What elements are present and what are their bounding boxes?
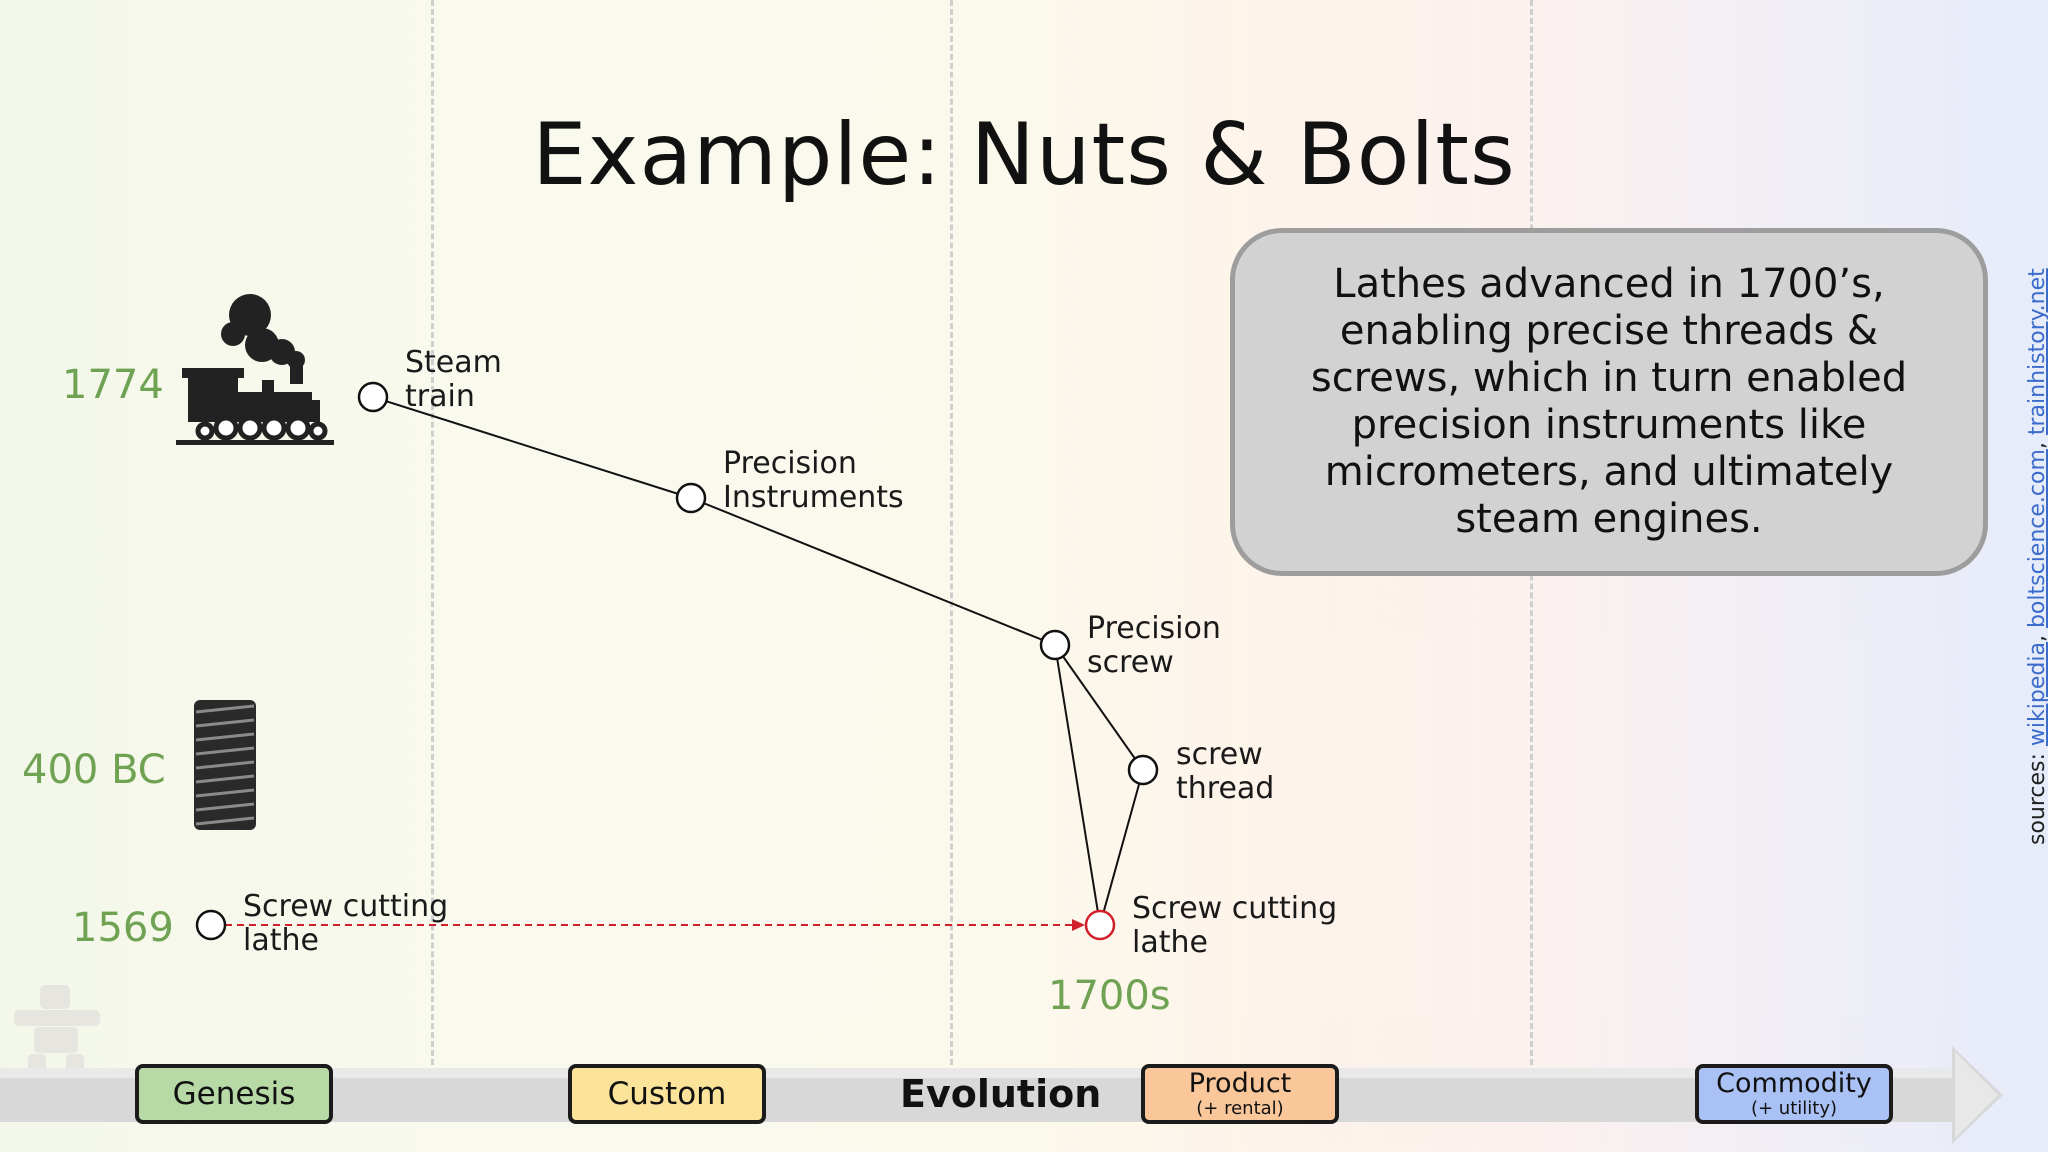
- evolution-axis-arrow: [0, 1046, 2003, 1144]
- sources-note: sources: wikipedia, boltscience.com, tra…: [2025, 268, 2048, 845]
- node-precision-instruments[interactable]: [675, 482, 707, 514]
- link-screw-lathe: [1054, 644, 1101, 926]
- node-screw-cutting-lathe[interactable]: [1084, 909, 1116, 941]
- callout-box: Lathes advanced in 1700’s, enabling prec…: [1230, 228, 1988, 576]
- label-screw-thread: screw thread: [1176, 737, 1275, 806]
- node-screw-cutting-lathe-origin[interactable]: [195, 909, 227, 941]
- link-instruments-screw: [690, 497, 1056, 646]
- label-precision-screw: Precision screw: [1087, 611, 1221, 680]
- stage-genesis: Genesis: [135, 1064, 333, 1124]
- sources-prefix: sources:: [2025, 753, 2048, 845]
- stage-custom-label: Custom: [607, 1076, 727, 1112]
- stage-divider-2: [950, 0, 953, 1065]
- link-screw-thread: [1054, 644, 1144, 771]
- stage-divider-1: [431, 0, 434, 1065]
- stage-commodity: Commodity (+ utility): [1695, 1064, 1893, 1124]
- slide-title: Example: Nuts & Bolts: [532, 105, 1516, 205]
- source-link-trainhistory[interactable]: trainhistory.net: [2025, 268, 2048, 436]
- stage-custom: Custom: [568, 1064, 766, 1124]
- stage-product-sub: (+ rental): [1196, 1098, 1284, 1119]
- movement-arrowhead: [1072, 919, 1085, 931]
- year-screw: 400 BC: [22, 747, 166, 793]
- stage-product: Product (+ rental): [1141, 1064, 1339, 1124]
- year-steam-train: 1774: [62, 362, 164, 408]
- evolution-axis-label: Evolution: [900, 1072, 1102, 1116]
- year-lathe-moved: 1700s: [1048, 973, 1171, 1019]
- stage-genesis-label: Genesis: [172, 1076, 296, 1112]
- link-steam-instruments: [372, 396, 692, 499]
- node-steam-train[interactable]: [357, 381, 389, 413]
- year-lathe: 1569: [72, 905, 174, 951]
- label-precision-instruments: Precision Instruments: [723, 446, 904, 515]
- source-link-boltscience[interactable]: boltscience.com: [2025, 449, 2048, 629]
- label-steam-train: Steam train: [405, 345, 502, 414]
- locomotive-wheels: [195, 415, 328, 441]
- stage-product-label: Product: [1188, 1068, 1292, 1099]
- source-link-wikipedia[interactable]: wikipedia: [2025, 642, 2048, 747]
- threaded-screw-icon: [194, 700, 256, 830]
- node-precision-screw[interactable]: [1039, 629, 1071, 661]
- stage-commodity-label: Commodity: [1716, 1068, 1872, 1099]
- node-screw-thread[interactable]: [1127, 754, 1159, 786]
- callout-text: Lathes advanced in 1700’s, enabling prec…: [1310, 261, 1908, 542]
- label-screw-cutting-lathe-origin: Screw cutting lathe: [243, 889, 449, 958]
- link-thread-lathe: [1099, 769, 1144, 926]
- steam-locomotive-icon: [176, 294, 334, 445]
- stage-commodity-sub: (+ utility): [1750, 1098, 1838, 1119]
- label-screw-cutting-lathe: Screw cutting lathe: [1132, 891, 1338, 960]
